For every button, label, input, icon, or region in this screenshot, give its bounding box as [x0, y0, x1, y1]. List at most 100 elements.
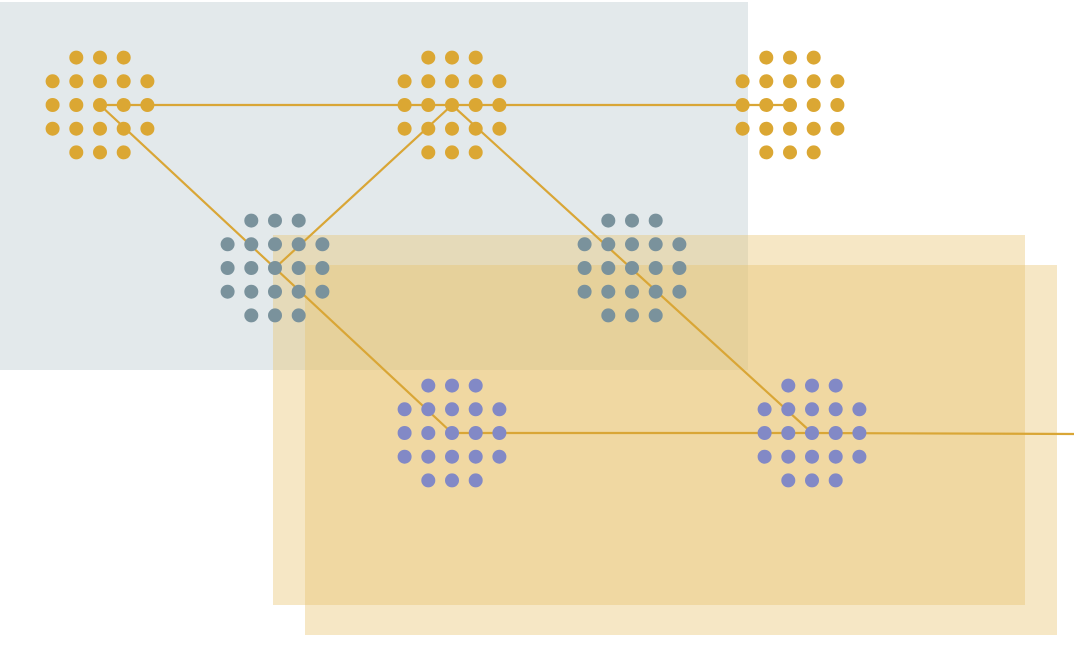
dot: [672, 237, 687, 252]
dot: [577, 284, 592, 299]
dot: [468, 145, 483, 160]
dot: [806, 98, 821, 112]
dot: [140, 74, 155, 89]
dot: [759, 98, 774, 112]
dot: [116, 50, 131, 65]
dot: [421, 378, 436, 393]
dot: [781, 426, 796, 440]
dot: [648, 261, 663, 275]
dot: [577, 261, 592, 275]
dot: [601, 237, 616, 252]
dot: [220, 284, 235, 299]
dot: [601, 213, 616, 228]
dot: [672, 261, 687, 275]
dot: [828, 449, 843, 464]
dot: [492, 98, 507, 112]
dot: [468, 426, 483, 440]
dot-cluster-slate-2: [577, 213, 687, 323]
gold-panel-front: [305, 265, 1057, 635]
dot: [757, 402, 772, 417]
dot: [116, 145, 131, 160]
dot: [757, 426, 772, 440]
dot: [492, 74, 507, 89]
dot: [45, 98, 60, 112]
dot: [268, 237, 282, 252]
dot: [244, 213, 259, 228]
dot: [805, 473, 819, 488]
dot: [93, 145, 107, 160]
dot: [69, 50, 84, 65]
dot-cluster-purple-2: [757, 378, 867, 488]
dot: [468, 121, 483, 136]
dot: [445, 121, 459, 136]
dot: [852, 426, 867, 440]
dot: [735, 121, 750, 136]
dot: [397, 449, 412, 464]
dot: [421, 98, 436, 112]
dot: [601, 308, 616, 323]
dot: [468, 50, 483, 65]
dot: [45, 121, 60, 136]
dot: [116, 98, 131, 112]
dot: [828, 426, 843, 440]
dot: [315, 284, 330, 299]
gold-panel-back: [273, 235, 1025, 605]
dot-clusters: [45, 50, 867, 488]
dot: [116, 74, 131, 89]
dot: [783, 121, 797, 136]
dot: [445, 449, 459, 464]
dot: [625, 261, 639, 275]
dot: [445, 74, 459, 89]
dot: [291, 284, 306, 299]
dot: [828, 473, 843, 488]
dot: [445, 145, 459, 160]
dot: [852, 402, 867, 417]
dot: [315, 237, 330, 252]
dot: [421, 473, 436, 488]
dot: [268, 308, 282, 323]
dot: [805, 402, 819, 417]
dot: [601, 261, 616, 275]
dot: [244, 284, 259, 299]
dot: [397, 426, 412, 440]
dot: [759, 50, 774, 65]
dot: [648, 284, 663, 299]
dot: [268, 261, 282, 275]
dot: [140, 98, 155, 112]
dot: [468, 98, 483, 112]
dot: [445, 98, 459, 112]
connector-line: [811, 431, 1074, 436]
dot-cluster-gold-1: [45, 50, 155, 160]
dot: [781, 449, 796, 464]
dot: [783, 145, 797, 160]
dot: [805, 449, 819, 464]
dot: [468, 402, 483, 417]
dot: [783, 98, 797, 112]
dot: [492, 402, 507, 417]
dot: [806, 50, 821, 65]
dot: [648, 237, 663, 252]
dot: [445, 378, 459, 393]
dot: [783, 50, 797, 65]
dot: [468, 378, 483, 393]
dot: [421, 145, 436, 160]
dot: [468, 473, 483, 488]
dot: [577, 237, 592, 252]
dot: [601, 284, 616, 299]
dot: [468, 449, 483, 464]
dot: [421, 121, 436, 136]
dot: [397, 121, 412, 136]
dot: [93, 50, 107, 65]
dot: [492, 121, 507, 136]
dot: [291, 237, 306, 252]
dot: [468, 74, 483, 89]
dot: [806, 121, 821, 136]
dot: [625, 237, 639, 252]
dot: [759, 121, 774, 136]
dot: [805, 378, 819, 393]
dot: [220, 261, 235, 275]
dot: [781, 473, 796, 488]
dot: [852, 449, 867, 464]
dot: [291, 261, 306, 275]
